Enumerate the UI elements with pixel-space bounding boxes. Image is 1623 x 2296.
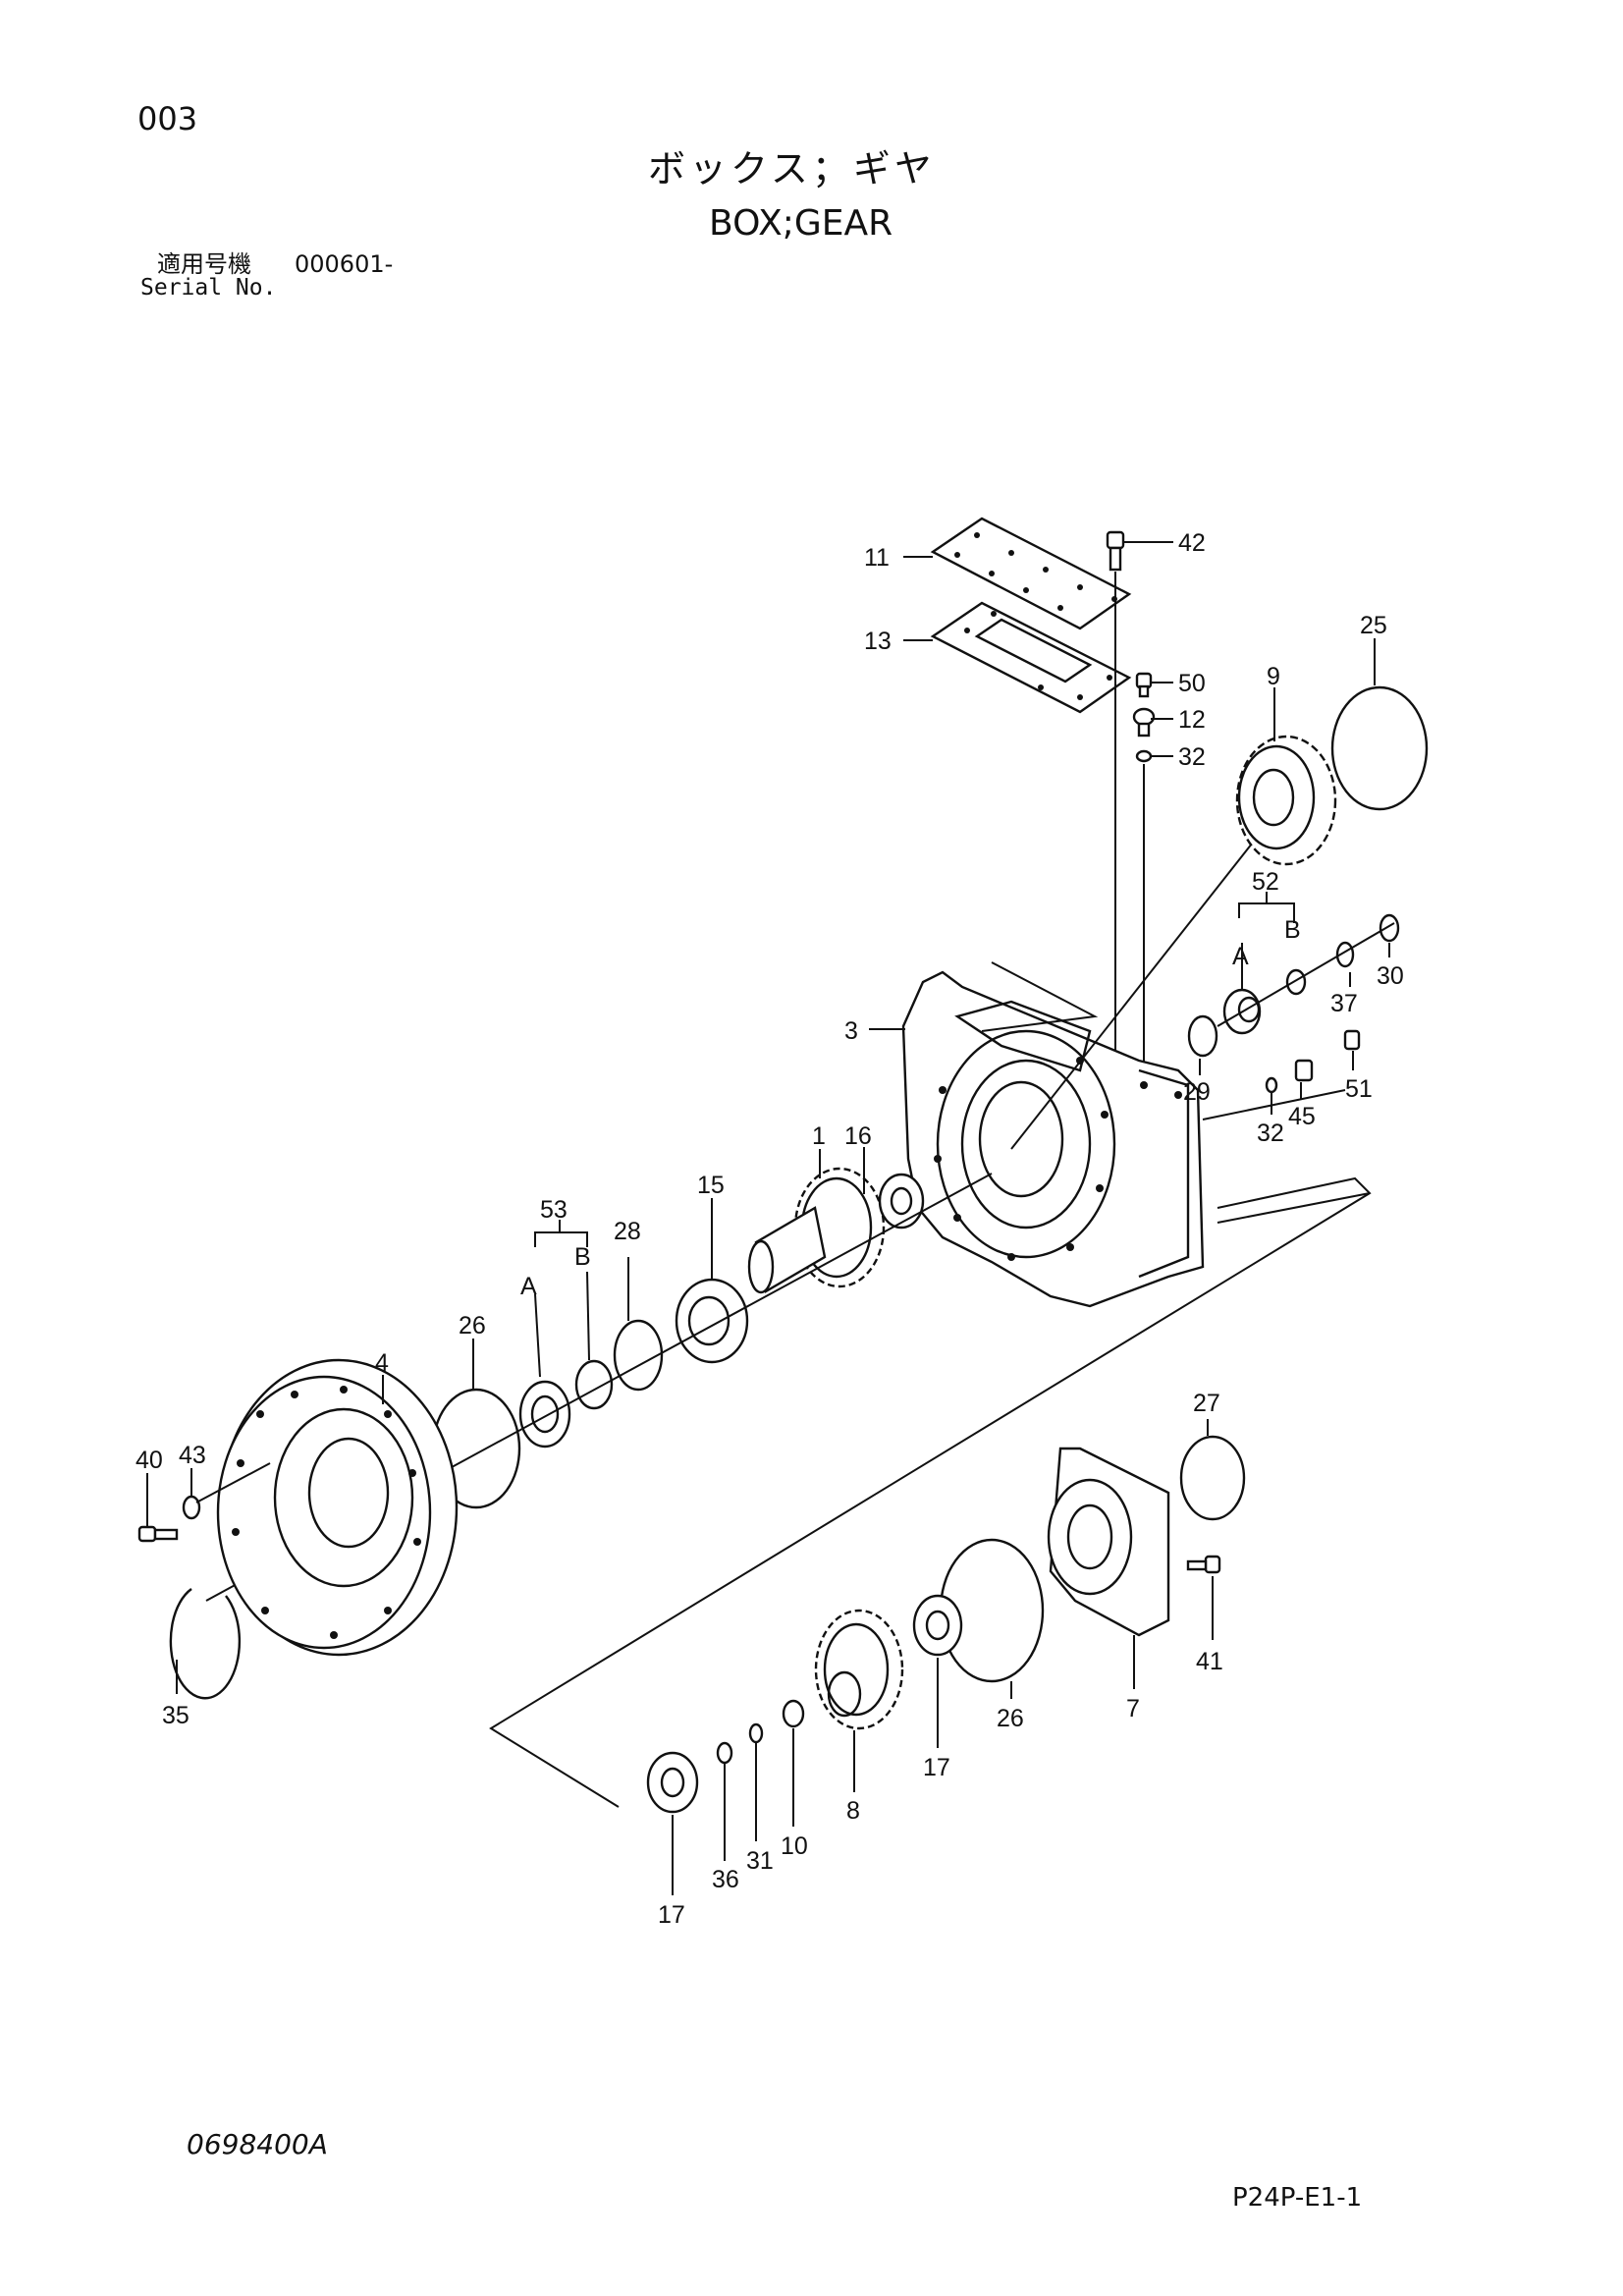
callout-13: 13 <box>864 628 892 655</box>
bearing-part <box>646 1751 699 1814</box>
bolt-part <box>137 1525 179 1543</box>
snap-ring-part <box>1379 913 1400 943</box>
o-ring-part <box>1187 1014 1218 1058</box>
callout-26-bottom: 26 <box>997 1705 1024 1732</box>
leader-lines <box>146 541 1390 1895</box>
page-code: 003 <box>137 100 198 137</box>
callout-50: 50 <box>1178 670 1206 697</box>
snap-ring-part <box>716 1741 733 1765</box>
breather-part <box>1132 707 1156 738</box>
callout-4: 4 <box>375 1349 389 1377</box>
callout-8: 8 <box>846 1797 860 1825</box>
callout-10: 10 <box>781 1832 808 1860</box>
callout-53-b: B <box>574 1243 591 1271</box>
oil-seal-part <box>518 1380 571 1449</box>
callout-43: 43 <box>179 1442 206 1469</box>
serial-label-english: Serial No. <box>140 275 277 301</box>
bearing-part <box>675 1278 749 1364</box>
bearing-part <box>878 1173 925 1230</box>
callout-labels: 11 13 42 50 12 32 9 25 52 A B 30 37 3 29… <box>135 529 1404 1929</box>
spacer-part <box>1285 968 1307 996</box>
callout-16: 16 <box>844 1122 872 1150</box>
washer-part <box>182 1495 201 1520</box>
plug-part <box>1135 672 1153 698</box>
bolt-part <box>1186 1555 1221 1574</box>
callout-15: 15 <box>697 1172 725 1199</box>
callout-17-left: 17 <box>658 1901 685 1929</box>
callout-9: 9 <box>1267 663 1280 690</box>
o-ring-part <box>1265 1076 1278 1094</box>
page-title-japanese: ボックス；ギヤ <box>648 147 936 191</box>
callout-28: 28 <box>614 1218 641 1245</box>
callout-53: 53 <box>540 1196 568 1224</box>
callout-11: 11 <box>864 544 890 572</box>
pinion-shaft-part <box>747 1167 886 1294</box>
callout-40: 40 <box>135 1447 163 1474</box>
o-ring-part <box>1330 685 1429 811</box>
callout-42: 42 <box>1178 529 1206 557</box>
callout-7: 7 <box>1126 1695 1140 1722</box>
callout-52-a: A <box>1232 943 1249 970</box>
callout-29: 29 <box>1183 1078 1211 1106</box>
callout-31: 31 <box>746 1847 774 1875</box>
o-ring-part <box>1135 749 1153 763</box>
callout-17-right: 17 <box>923 1754 950 1781</box>
cover-plate-part <box>930 517 1132 630</box>
callout-53-a: A <box>520 1273 537 1300</box>
bearing-cover-part <box>1047 1447 1170 1637</box>
callout-30: 30 <box>1377 962 1404 990</box>
flange-cover-part <box>216 1358 459 1657</box>
gasket-part <box>930 601 1132 714</box>
o-ring-part <box>613 1319 664 1392</box>
o-ring-part <box>1179 1435 1246 1521</box>
plug-part <box>1294 1059 1314 1082</box>
drive-gear-part <box>814 1609 904 1730</box>
idler-gear-part <box>1235 735 1337 866</box>
callout-27: 27 <box>1193 1390 1220 1417</box>
callout-51: 51 <box>1345 1075 1373 1103</box>
callout-52: 52 <box>1252 868 1279 896</box>
page-title-english: BOX;GEAR <box>709 203 893 244</box>
callout-36: 36 <box>712 1866 739 1893</box>
seal-part <box>574 1359 614 1410</box>
callout-3: 3 <box>844 1017 858 1045</box>
serial-label-japanese: 適用号機 <box>157 250 251 278</box>
callout-37: 37 <box>1330 990 1358 1017</box>
spacer-part <box>782 1699 805 1728</box>
callout-12: 12 <box>1178 706 1206 734</box>
snap-ring-part <box>748 1722 764 1744</box>
callout-35: 35 <box>162 1702 189 1729</box>
callout-41: 41 <box>1196 1648 1223 1675</box>
serial-value: 000601- <box>295 250 394 278</box>
callout-32-top: 32 <box>1178 743 1206 771</box>
drawing-code: 0698400A <box>187 2128 328 2160</box>
callout-26-top: 26 <box>459 1312 486 1339</box>
callout-1: 1 <box>812 1122 826 1150</box>
bolt-part <box>1106 530 1125 572</box>
bearing-part <box>912 1594 963 1657</box>
callout-52-b: B <box>1284 916 1301 944</box>
callout-32-bottom: 32 <box>1257 1120 1284 1147</box>
gear-box-housing-part <box>901 970 1205 1308</box>
callout-25: 25 <box>1360 612 1387 639</box>
plug-part <box>1343 1029 1361 1051</box>
sheet-code: P24P-E1-1 <box>1232 2183 1363 2213</box>
callout-45: 45 <box>1288 1103 1316 1130</box>
retaining-ring-part <box>169 1588 242 1700</box>
